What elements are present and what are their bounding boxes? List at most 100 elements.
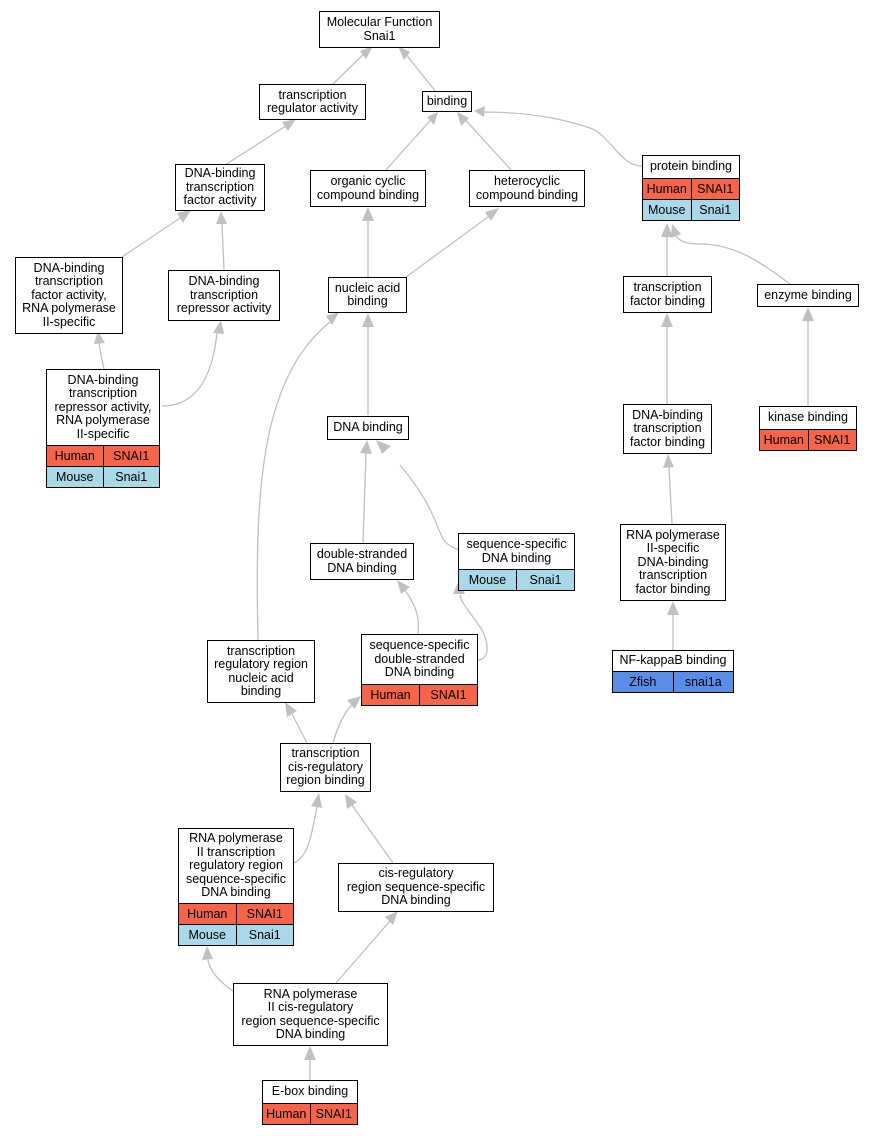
gene-symbol: snai1a [672,672,734,692]
edge-rna2-cis-to-rna2-transcription-region [207,959,234,992]
edge-arrowhead [311,793,322,808]
term-node-nucleic-acid-binding[interactable]: nucleic acid binding [328,277,407,313]
edge-arrowhead [304,1046,316,1060]
term-node-dna-binding-transcription-factor-activity[interactable]: DNA-binding transcription factor activit… [175,164,265,211]
edge-arrowhead [177,210,191,223]
edge-arrowhead [362,313,374,327]
gene-symbol: SNAI1 [690,179,740,199]
edge-arrowhead [360,440,372,454]
edge-rna-dbtfb-to-dbtfb [668,466,673,525]
edge-arrowhead [345,794,357,809]
term-node-rna-polymerase-ii-specific-dna-binding-tf-binding[interactable]: RNA polymerase II-specific DNA-binding t… [620,524,726,601]
term-node-double-stranded-dna-binding[interactable]: double-stranded DNA binding [310,543,414,580]
term-label: DNA-binding transcription factor activit… [183,166,257,208]
edge-arrowhead [661,223,673,237]
edge-arrowhead [282,119,296,131]
species-label: Human [54,448,95,463]
species-label: Human [187,906,228,921]
edge-arrowhead [94,331,105,344]
term-node-dna-binding-transcription-repressor-activity[interactable]: DNA-binding transcription repressor acti… [168,270,280,321]
term-label: DNA binding [333,420,403,435]
term-node-sequence-specific-double-stranded-dna-binding[interactable]: sequence-specific double-stranded DNA bi… [361,634,478,706]
edge-dbtra-to-dbtfa [221,223,225,272]
edge-transcription-regulatory-region-to-nucleic-acid [256,321,331,641]
species-label: Mouse [647,202,686,217]
edge-dna-binding-tf-activity-to-transcription-regulator-activity [224,121,293,166]
term-node-rna-polymerase-ii-transcription-regulatory-region-ss-dna-binding[interactable]: RNA polymerase II transcription regulato… [178,828,294,946]
term-label: sequence-specific double-stranded DNA bi… [369,638,470,680]
term-node-organic-cyclic-compound-binding[interactable]: organic cyclic compound binding [310,170,426,207]
term-node-enzyme-binding[interactable]: enzyme binding [757,284,859,307]
term-node-transcription-factor-binding[interactable]: transcription factor binding [623,276,712,313]
edge-arrowhead [376,440,391,454]
term-node-transcription-regulatory-region-nucleic-acid-binding[interactable]: transcription regulatory region nucleic … [207,640,315,703]
term-label: enzyme binding [764,287,852,302]
term-node-dna-binding-tf-activity-rna-polymerase-ii-specific[interactable]: DNA-binding transcription factor activit… [15,257,123,334]
edge-arrowhead [457,112,469,126]
term-label: RNA polymerase II-specific DNA-binding t… [626,527,720,596]
edge-dbtfa-rna-to-dbtfa [121,213,187,258]
edge-arrowhead [671,224,681,238]
term-label: NF-kappaB binding [619,653,727,668]
term-label: heterocyclic compound binding [475,174,579,202]
term-label: organic cyclic compound binding [316,174,420,202]
edge-arrowhead [398,46,410,60]
edge-rna2-transcription-region-to-cis-region-binding [293,806,318,864]
gene-symbol: Snai1 [235,925,294,945]
term-label: RNA polymerase II transcription regulato… [185,831,287,900]
term-label: cis-regulatory region sequence-specific … [346,866,486,908]
gene-symbol: SNAI1 [102,446,160,466]
term-node-molecular-function[interactable]: Molecular Function Snai1 [319,11,440,48]
edge-cis-regulatory-ss-to-cis-region-binding [351,804,394,864]
term-label: sequence-specific DNA binding [466,537,567,565]
term-label: transcription cis-regulatory region bind… [286,746,365,788]
edge-cis-region-binding-to-ss-ds [332,704,353,744]
term-label: RNA polymerase II cis-regulatory region … [241,986,380,1041]
edge-arrowhead [802,307,814,321]
species-label: Human [266,1106,307,1121]
edge-ss-ds-to-double-stranded [404,589,420,635]
edge-arrowhead [485,208,499,221]
term-label: transcription regulatory region nucleic … [214,643,308,698]
edge-ss-ds-to-sequence-specific [459,594,488,661]
gene-symbol: Snai1 [516,570,574,590]
term-label: binding [426,93,468,108]
edge-rna2-cis-to-cis-regulatory-ss [335,920,391,984]
edge-nucleic-acid-to-heterocyclic [401,213,493,281]
edge-cis-region-binding-to-transcription-regulatory-region [291,713,308,744]
term-node-binding[interactable]: binding [422,91,472,112]
edge-heterocyclic-to-binding [459,113,513,172]
edge-dbtra-rna-to-dbtfa-rna [98,342,105,370]
term-node-transcription-regulator-activity[interactable]: transcription regulator activity [259,84,366,120]
term-node-transcription-cis-regulatory-region-binding[interactable]: transcription cis-regulatory region bind… [280,743,371,792]
term-node-dna-binding-transcription-factor-binding[interactable]: DNA-binding transcription factor binding [623,404,712,454]
gene-symbol: SNAI1 [419,685,477,705]
species-label: Mouse [55,469,94,484]
edge-enzyme-binding-to-protein-binding [675,235,791,285]
gene-symbol: SNAI1 [309,1104,358,1124]
term-node-dna-binding[interactable]: DNA binding [327,416,409,440]
term-node-cis-regulatory-region-sequence-specific-dna-binding[interactable]: cis-regulatory region sequence-specific … [338,863,494,912]
term-node-dna-binding-repressor-activity-rna-polymerase-ii-specific[interactable]: DNA-binding transcription repressor acti… [46,369,160,488]
term-label: DNA-binding transcription factor activit… [22,260,116,329]
edge-arrowhead [362,207,374,221]
term-node-heterocyclic-compound-binding[interactable]: heterocyclic compound binding [469,170,585,207]
term-node-rna-polymerase-ii-cis-regulatory-region-ss-dna-binding[interactable]: RNA polymerase II cis-regulatory region … [233,983,388,1046]
